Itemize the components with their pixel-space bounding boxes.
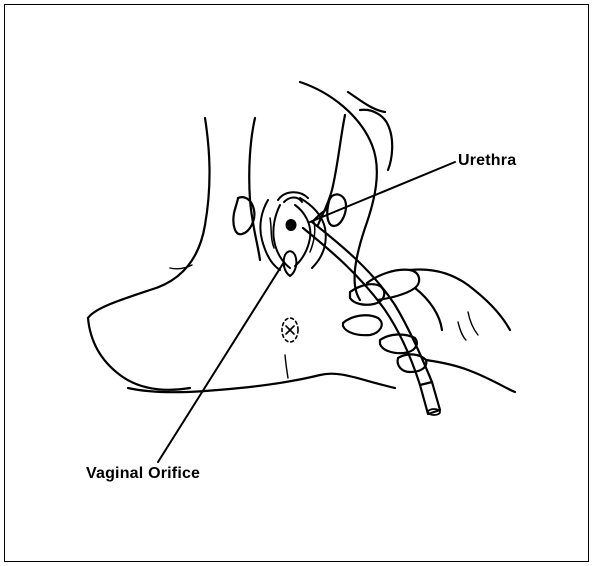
vaginal-orifice-leader-line [158,262,284,462]
vaginal-orifice-label: Vaginal Orifice [86,465,200,483]
leader-lines [158,162,455,462]
catheter-tube [303,210,440,415]
urethra-label: Urethra [458,152,516,170]
body-outline [88,82,395,392]
contour-marks [170,265,478,340]
anus-detail [282,318,298,378]
